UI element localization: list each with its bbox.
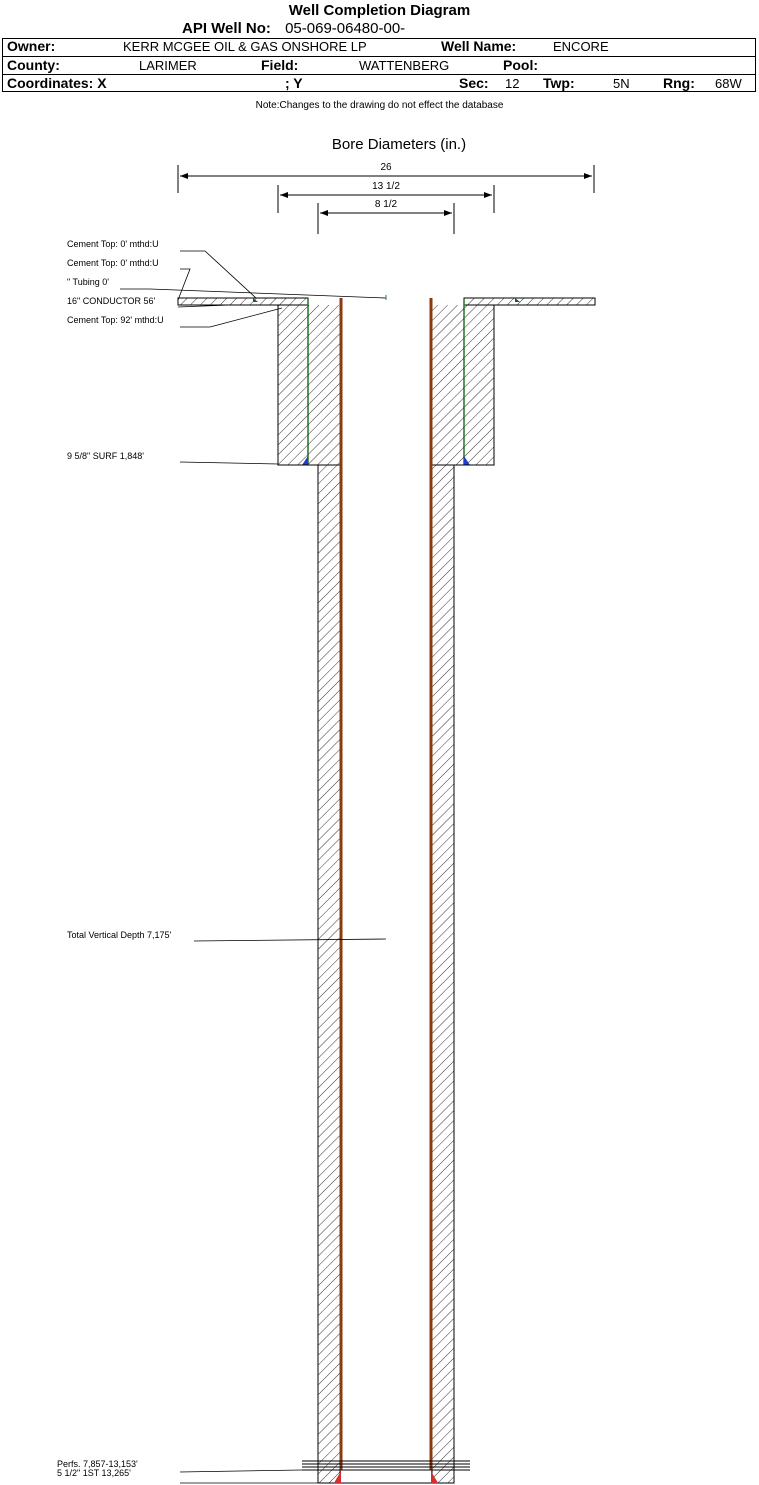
row-coordinates: Coordinates: X ; Y Sec: 12 Twp: 5N Rng: … (3, 74, 755, 93)
production-casing (334, 298, 438, 1483)
annotations: Cement Top: 0' mthd:U Cement Top: 0' mth… (57, 239, 387, 1484)
diameter-label-26: 26 (380, 162, 392, 173)
label-surface-casing: 9 5/8" SURF 1,848' (67, 451, 144, 461)
dimension-26: 26 (177, 162, 595, 193)
owner-value: KERR MCGEE OIL & GAS ONSHORE LP (123, 39, 367, 54)
coordinates-y-label: ; Y (285, 75, 303, 91)
diagram-title: Well Completion Diagram (288, 2, 471, 19)
label-production-casing: 5 1/2" 1ST 13,265' (57, 1468, 131, 1478)
surface-shoe-left (302, 456, 308, 465)
label-cement-top-0-b: Cement Top: 0' mthd:U (67, 258, 159, 268)
well-name-label: Well Name: (441, 38, 517, 54)
sec-value: 12 (505, 76, 520, 91)
production-cement (278, 305, 494, 1484)
county-label: County: (7, 57, 60, 73)
bore-diameters-title: Bore Diameters (in.) (332, 136, 466, 153)
twp-value: 5N (613, 76, 630, 91)
label-perfs: Perfs. 7,857-13,153' (57, 1459, 138, 1469)
perforations (302, 1460, 470, 1471)
api-well-number: API Well No: 05-069-06480-00- (182, 20, 405, 37)
api-value: 05-069-06480-00- (285, 20, 406, 37)
production-shoe-left (334, 1471, 341, 1483)
diameter-label-13-1-2: 13 1/2 (372, 181, 400, 192)
twp-label: Twp: (543, 75, 575, 91)
diameter-label-8-1-2: 8 1/2 (375, 199, 398, 210)
api-label: API Well No: (182, 20, 271, 37)
row-county: County: LARIMER Field: WATTENBERG Pool: (3, 56, 755, 75)
production-shoe-right (431, 1471, 438, 1483)
surface-shoe-right (464, 456, 470, 465)
well-info-table: Owner: KERR MCGEE OIL & GAS ONSHORE LP W… (2, 38, 756, 92)
label-tubing: " Tubing 0' (67, 277, 109, 287)
label-cement-top-0-a: Cement Top: 0' mthd:U (67, 239, 159, 249)
drawing-note: Note:Changes to the drawing do not effec… (255, 100, 504, 111)
well-name-value: ENCORE (553, 39, 609, 54)
row-owner: Owner: KERR MCGEE OIL & GAS ONSHORE LP W… (3, 38, 755, 56)
coordinates-x-label: Coordinates: X (7, 75, 107, 91)
field-value: WATTENBERG (359, 58, 450, 73)
dimension-8-1-2: 8 1/2 (317, 199, 455, 234)
county-value: LARIMER (139, 58, 197, 73)
pool-label: Pool: (503, 57, 538, 73)
label-total-vertical-depth: Total Vertical Depth 7,175' (67, 930, 172, 940)
label-conductor: 16" CONDUCTOR 56' (67, 296, 156, 306)
dimension-13-1-2: 13 1/2 (277, 181, 495, 213)
rng-value: 68W (715, 76, 742, 91)
rng-label: Rng: (663, 75, 695, 91)
label-cement-top-92: Cement Top: 92' mthd:U (67, 315, 164, 325)
field-label: Field: (261, 57, 299, 73)
sec-label: Sec: (459, 75, 489, 91)
owner-label: Owner: (7, 38, 56, 54)
